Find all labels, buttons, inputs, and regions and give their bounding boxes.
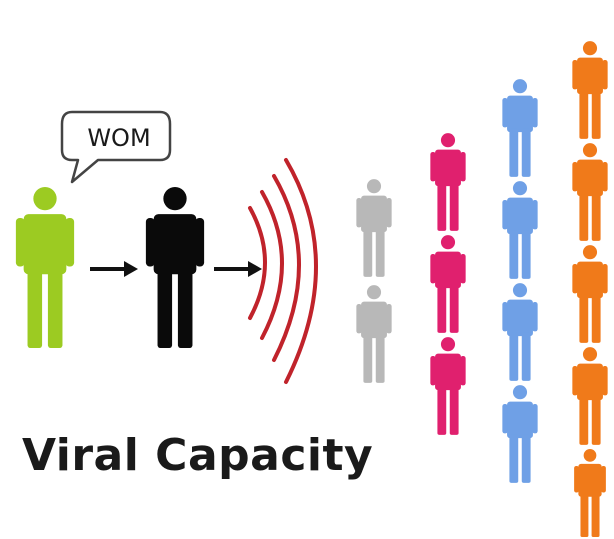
arrow-icon [90, 261, 138, 277]
speech-bubble-icon [60, 110, 172, 184]
audience-person-icon [356, 179, 392, 277]
speaker-person-icon [15, 186, 75, 349]
diagram-title: Viral Capacity [22, 430, 374, 481]
arrow-icon [214, 261, 262, 277]
listener-person-icon [145, 186, 205, 349]
audience-group-gray [356, 179, 392, 383]
audience-person-icon [572, 245, 608, 343]
audience-person-icon [502, 385, 538, 483]
audience-person-icon [430, 235, 466, 333]
audience-person-icon [502, 79, 538, 177]
audience-person-icon [502, 283, 538, 381]
signal-wave-icon [248, 158, 318, 384]
audience-person-icon [430, 337, 466, 435]
audience-person-icon [430, 133, 466, 231]
audience-person-icon [574, 449, 606, 537]
audience-group-blue [502, 79, 538, 483]
audience-person-icon [572, 143, 608, 241]
bubble-label: WOM [87, 124, 151, 152]
audience-person-icon [572, 347, 608, 445]
audience-person-icon [502, 181, 538, 279]
audience-group-orange [572, 41, 608, 537]
audience-person-icon [572, 41, 608, 139]
audience-group-pink [430, 133, 466, 435]
audience-person-icon [356, 285, 392, 383]
